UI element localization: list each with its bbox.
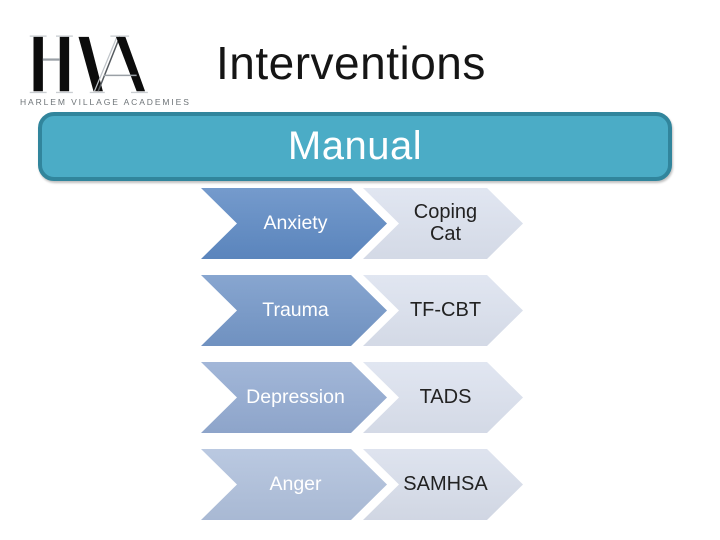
problem-chevron: Anxiety xyxy=(201,188,387,259)
hva-logo: HVA HARLEM VILLAGE ACADEMIES xyxy=(20,34,190,107)
program-chevron: SAMHSA xyxy=(363,449,523,520)
manual-banner-label: Manual xyxy=(287,124,423,168)
program-label: TF-CBT xyxy=(409,298,482,321)
hva-monogram-icon xyxy=(29,35,148,94)
program-chevron: TADS xyxy=(363,362,523,433)
slide-title: Interventions xyxy=(216,37,486,89)
chevron-row-trauma: Trauma TF-CBT xyxy=(201,275,523,346)
chevron-row-anxiety: Anxiety Coping Cat xyxy=(201,188,523,259)
problem-chevron: Trauma xyxy=(201,275,387,346)
problem-chevron: Depression xyxy=(201,362,387,433)
manual-banner: Manual xyxy=(38,112,672,181)
problem-label: Trauma xyxy=(262,299,329,321)
logo-caption: HARLEM VILLAGE ACADEMIES xyxy=(20,97,191,107)
program-chevron: TF-CBT xyxy=(363,275,523,346)
program-chevron: Coping Cat xyxy=(363,188,523,259)
problem-label: Anger xyxy=(269,473,322,495)
program-label: Coping Cat xyxy=(413,200,478,245)
program-label: TADS xyxy=(419,385,472,408)
chevron-diagram: Anxiety Coping Cat Trauma TF-CBT Depress… xyxy=(201,188,523,520)
problem-label: Depression xyxy=(246,386,345,408)
program-label: SAMHSA xyxy=(403,472,488,495)
chevron-row-anger: Anger SAMHSA xyxy=(201,449,523,520)
chevron-row-depression: Depression TADS xyxy=(201,362,523,433)
problem-label: Anxiety xyxy=(263,212,328,234)
problem-chevron: Anger xyxy=(201,449,387,520)
